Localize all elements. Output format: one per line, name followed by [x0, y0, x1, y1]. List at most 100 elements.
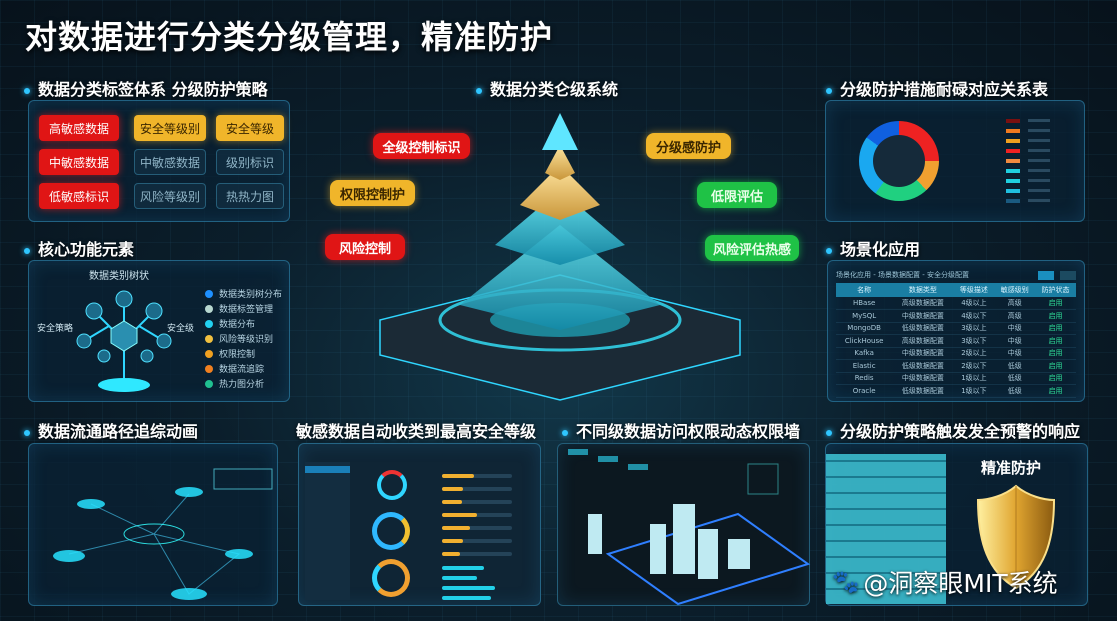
pyramid-layer-2: [520, 165, 600, 220]
flow-header: 数据流通路径追综动画: [24, 418, 198, 442]
table-cell: 4级以上: [953, 297, 995, 310]
table-cell: 启用: [1035, 297, 1076, 310]
bar-fill: [442, 586, 495, 590]
baidu-paw-icon: 🐾: [832, 569, 860, 595]
tag-button[interactable]: 级别标识: [216, 149, 284, 175]
table-cell: 启用: [1035, 384, 1076, 398]
tags-header: 数据分类标签体系 分级防护策略: [24, 76, 268, 100]
bar-fill: [442, 566, 484, 570]
tag-button[interactable]: 中敏感数据: [39, 149, 119, 175]
table-cell: Elastic: [836, 359, 893, 373]
bar-track: [442, 552, 512, 556]
tag-button[interactable]: 风险等级别: [134, 183, 206, 209]
table-cell: 低级数据配置: [892, 322, 954, 335]
column-header[interactable]: 等级描述: [953, 283, 995, 297]
table-cell: 启用: [1035, 359, 1076, 373]
dashboard-sidebar: [305, 462, 350, 600]
legend-dot-icon: [205, 319, 213, 328]
legend-swatch: [1006, 129, 1020, 133]
gauge-3: [372, 559, 410, 597]
legend-text-line: [1028, 159, 1050, 162]
table-cell: 3级以下: [953, 334, 995, 348]
pyramid-label: 全级控制标识: [373, 133, 470, 159]
legend-label: 数据标签管理: [219, 305, 274, 315]
breadcrumb-text: 场景化应用 - 场景数据配置 - 安全分级配置: [836, 271, 969, 279]
bar-track: [442, 526, 512, 530]
column-header[interactable]: 防护状态: [1035, 283, 1076, 297]
pyramid-label: 低限评估: [697, 182, 777, 208]
tags-panel: 高敏感数据安全等级别安全等级中敏感数据中敏感数据级别标识低敏感标识风险等级别热热…: [28, 100, 290, 222]
pyramid-label: 权限控制护: [330, 180, 415, 206]
core-header: 核心功能元素: [24, 236, 134, 260]
column-header[interactable]: 名称: [836, 283, 893, 297]
table-cell: 中级: [994, 347, 1036, 360]
table-cell: 低级数据配置: [892, 359, 954, 373]
wall-header: 不同级数据访问权限动态权限墙: [562, 418, 800, 442]
tree-left-label: 安全策略: [37, 324, 74, 334]
bar-fill: [442, 513, 477, 517]
table-cell: 1级以下: [953, 384, 995, 398]
column-header[interactable]: 数据类型: [892, 283, 954, 297]
legend-text-line: [1028, 149, 1050, 152]
scenario-header-text: 场景化应用: [840, 240, 921, 259]
table-cell: 中级数据配置: [892, 372, 954, 385]
legend-swatch: [1006, 169, 1020, 173]
bar-fill: [442, 500, 462, 504]
wall-panel: [557, 443, 811, 606]
tag-button[interactable]: 安全等级: [216, 115, 284, 141]
table-cell: MongoDB: [836, 322, 893, 335]
dashboard-nav-item-active[interactable]: [305, 466, 350, 473]
bar-fill: [442, 487, 463, 491]
table-cell: 启用: [1035, 309, 1076, 323]
table-cell: 启用: [1035, 334, 1076, 348]
mapping-header: 分级防护措施耐碌对应关系表: [826, 76, 1048, 100]
table-cell: 中级数据配置: [892, 347, 954, 360]
table-cell: 低级: [994, 359, 1036, 373]
dashboard-header: 敏感数据自动收类到最高安全等级: [296, 422, 537, 441]
pyramid-label: 风险控制: [325, 234, 405, 260]
watermark: 🐾@洞察眼MIT系统: [832, 564, 1058, 600]
scenario-filter-button[interactable]: [1060, 270, 1076, 280]
tag-button[interactable]: 热热力图: [216, 183, 284, 209]
table-cell: 中级数据配置: [892, 309, 954, 323]
tag-button[interactable]: 低敏感标识: [39, 183, 119, 209]
table-cell: Oracle: [836, 384, 893, 398]
legend-swatch: [1006, 149, 1020, 153]
pyramid-layer-3: [495, 190, 625, 265]
column-header[interactable]: 敏感级别: [994, 283, 1036, 297]
shield-icon: [976, 484, 1056, 590]
tag-button[interactable]: 高敏感数据: [39, 115, 119, 141]
legend-label: 数据流追踪: [219, 365, 265, 375]
legend-text-line: [1028, 179, 1050, 182]
table-cell: 2级以下: [953, 359, 995, 373]
table-cell: 高级数据配置: [892, 297, 954, 310]
bar-track: [442, 474, 512, 478]
tag-button[interactable]: 中敏感数据: [134, 149, 206, 175]
pyramid-label: 风险评估热感: [705, 235, 800, 261]
pyramid-layer-bottom: [460, 225, 660, 330]
mapping-header-text: 分级防护措施耐碌对应关系表: [840, 80, 1049, 99]
bar-fill: [442, 552, 460, 556]
legend-text-line: [1028, 189, 1050, 192]
table-cell: 4级以下: [953, 309, 995, 323]
legend-text-line: [1028, 119, 1050, 122]
legend-text-line: [1028, 169, 1050, 172]
table-cell: 中级: [994, 334, 1036, 348]
table-cell: 中级: [994, 322, 1036, 335]
legend-label: 风险等级识别: [219, 335, 274, 345]
flow-header-text: 数据流通路径追综动画: [38, 422, 199, 441]
core-legend-item: 权限控制: [205, 347, 255, 360]
legend-text-line: [1028, 129, 1050, 132]
page-title: 对数据进行分类分级管理，精准防护: [25, 18, 554, 56]
legend-text-line: [1028, 139, 1050, 142]
scenario-action-button[interactable]: [1038, 270, 1054, 280]
tag-button[interactable]: 安全等级别: [134, 115, 206, 141]
